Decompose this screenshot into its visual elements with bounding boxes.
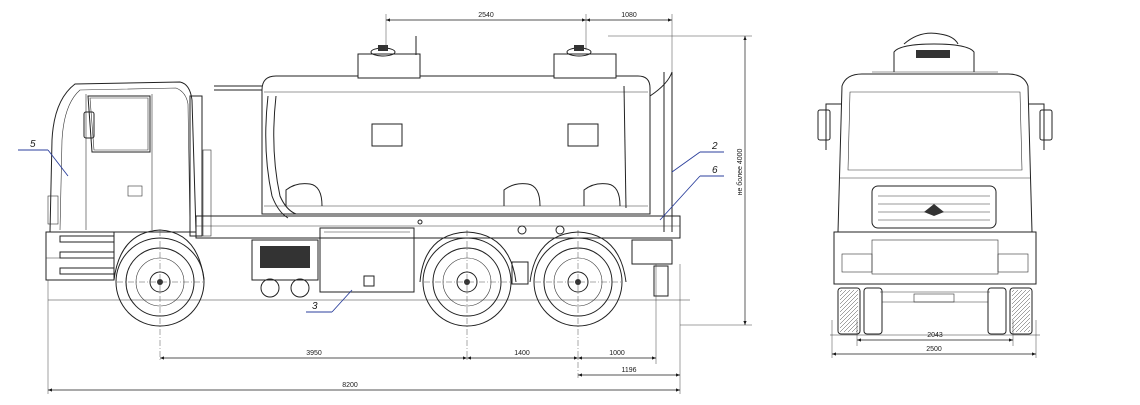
side-dimensions: 2540 1080 не более 4000 3950 1400 1000 1… xyxy=(47,12,752,394)
dim-tandem-spacing: 1400 xyxy=(514,350,530,357)
callout-2: 2 xyxy=(711,141,718,152)
equipment-box xyxy=(251,227,415,298)
callouts: 5 2 6 3 xyxy=(18,139,724,313)
callout-6: 6 xyxy=(712,165,718,176)
dim-track-width: 2043 xyxy=(927,332,943,339)
dim-rear-overhang: 1196 xyxy=(621,367,636,374)
callout-5: 5 xyxy=(30,139,36,150)
tank xyxy=(214,36,673,232)
chassis xyxy=(195,215,681,239)
dim-overall-length: 8200 xyxy=(342,382,358,389)
dim-tank-length: 2540 xyxy=(478,12,494,19)
dim-overall-width: 2500 xyxy=(926,346,942,353)
dim-wheelbase-front: 3950 xyxy=(306,350,322,357)
dim-overall-height: не более 4000 xyxy=(736,148,744,195)
front-view xyxy=(817,32,1053,336)
callout-3: 3 xyxy=(312,301,318,312)
dim-rear-axle-to-end: 1000 xyxy=(609,350,625,357)
side-view xyxy=(45,36,690,378)
front-dimensions: 2043 2500 xyxy=(831,320,1037,358)
dim-rear-overhang-top: 1080 xyxy=(621,12,637,19)
cab xyxy=(45,81,212,281)
